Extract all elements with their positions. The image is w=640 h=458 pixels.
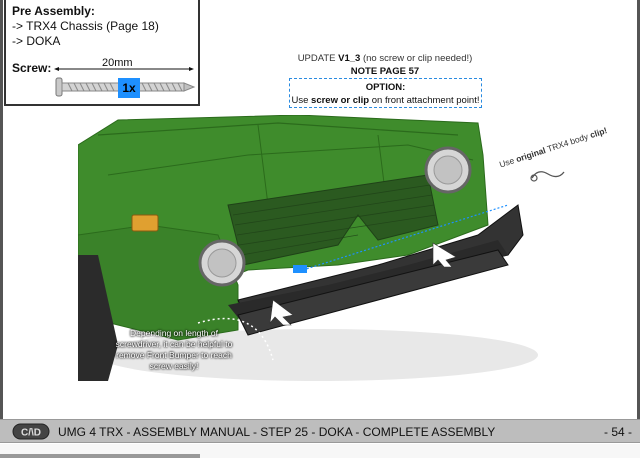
screw-length-label: 20mm	[102, 57, 133, 69]
screw-quantity-badge: 1x	[118, 78, 140, 98]
svg-text:C/\D: C/\D	[21, 428, 41, 439]
option-post: on front attachment point!	[369, 95, 480, 106]
update-note: UPDATE V1_3 (no screw or clip needed!) N…	[240, 52, 530, 78]
page-frame-right	[637, 0, 640, 420]
pre-assembly-line: -> TRX4 Chassis (Page 18)	[12, 19, 159, 33]
pre-assembly-title: Pre Assembly:	[12, 4, 95, 18]
truck-render	[78, 115, 538, 381]
truck-front-illustration	[78, 115, 548, 381]
option-title-text: OPTION:	[365, 82, 406, 93]
screw-label: Screw:	[12, 61, 52, 75]
screwdriver-note: Depending on length of screwdriver, it c…	[115, 328, 233, 371]
pre-assembly-line: -> DOKA	[12, 34, 61, 48]
option-bold: screw or clip	[311, 95, 370, 106]
option-title: OPTION:	[290, 81, 481, 94]
footer-title: UMG 4 TRX - ASSEMBLY MANUAL - STEP 25 - …	[58, 425, 496, 439]
pre-assembly-box: Pre Assembly: -> TRX4 Chassis (Page 18) …	[4, 0, 200, 106]
clip-bold2: clip!	[588, 125, 609, 141]
update-note-page: NOTE PAGE 57	[240, 65, 530, 78]
page-footer: C/\D UMG 4 TRX - ASSEMBLY MANUAL - STEP …	[0, 419, 640, 443]
body-clip-icon	[530, 171, 565, 182]
brand-logo-icon: C/\D	[12, 423, 50, 440]
option-pre: Use	[291, 95, 312, 106]
scroll-stub	[0, 454, 200, 458]
update-prefix: UPDATE	[297, 53, 339, 64]
clip-mid: TRX4 body	[543, 130, 592, 155]
option-box: OPTION: Use screw or clip on front attac…	[289, 78, 482, 108]
page-number: - 54 -	[603, 425, 632, 439]
update-version: V1_3	[338, 53, 361, 64]
update-note-text: NOTE PAGE 57	[350, 66, 420, 77]
below-footer-strip	[0, 444, 640, 458]
update-version-line: UPDATE V1_3 (no screw or clip needed!)	[240, 52, 530, 65]
update-suffix: (no screw or clip needed!)	[360, 53, 473, 64]
option-line: Use screw or clip on front attachment po…	[290, 94, 481, 107]
page-frame-left	[0, 0, 3, 420]
